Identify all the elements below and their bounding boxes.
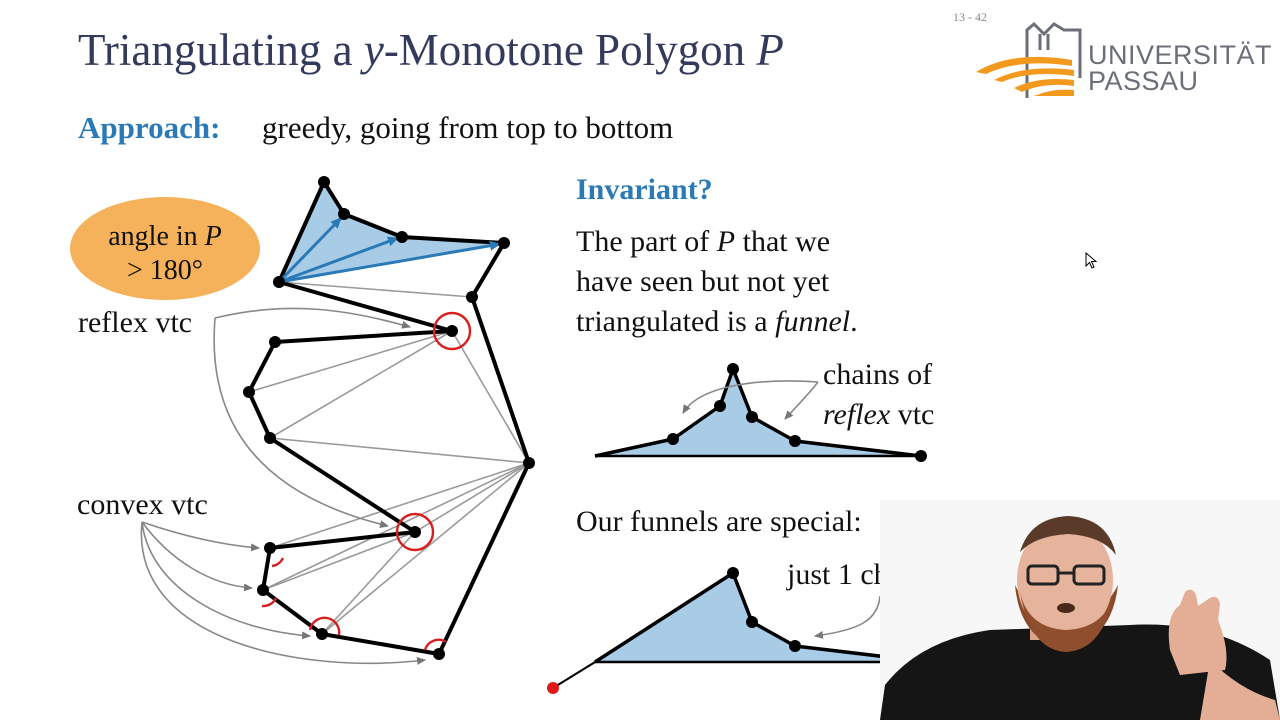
special-funnel-diagram xyxy=(547,567,927,694)
logo-emblem-icon xyxy=(976,21,1082,98)
inv-l1-var: P xyxy=(716,225,736,258)
invariant-line3: triangulated is a funnel. xyxy=(576,302,996,342)
bubble-line2: > 180° xyxy=(127,255,203,286)
inv-l1a: The part of xyxy=(576,225,717,258)
convex-marker xyxy=(271,557,285,568)
title-prefix: Triangulating a xyxy=(78,25,364,75)
inv-l3a: triangulated is a xyxy=(576,305,776,338)
bubble-text: angle in P > 180° xyxy=(70,220,260,288)
invariant-body: The part of P that we have seen but not … xyxy=(576,222,996,342)
convex-vertices-label: convex vtc xyxy=(77,488,208,521)
chains-em: reflex xyxy=(823,398,891,431)
greedy-diagonal-arrows xyxy=(277,216,501,284)
invariant-heading: Invariant? xyxy=(576,173,713,206)
label-arrows xyxy=(140,307,426,665)
invariant-line2: have seen but not yet xyxy=(576,265,830,298)
logo-text-line2: PASSAU xyxy=(1088,66,1199,96)
approach-heading: Approach: xyxy=(78,110,221,145)
convex-marker xyxy=(423,638,447,651)
chains-label-line1: chains of xyxy=(823,358,933,391)
title-var-p: P xyxy=(756,25,784,75)
inv-l1b: that we xyxy=(735,225,831,258)
title-var-y: y xyxy=(363,25,384,75)
reflex-marker xyxy=(395,512,435,552)
chains-rest: vtc xyxy=(890,398,935,431)
convex-marker xyxy=(308,616,341,636)
approach-text: greedy, going from top to bottom xyxy=(262,110,674,145)
presenter-webcam xyxy=(880,500,1280,720)
funnels-special-text: Our funnels are special: xyxy=(576,505,862,538)
funnel-diagram xyxy=(594,363,927,462)
chains-label-line2: reflex vtc xyxy=(823,400,934,430)
logo-text-line1: UNIVERSITÄT xyxy=(1088,40,1273,70)
convex-marker xyxy=(261,597,278,608)
slide-title: Triangulating a y-Monotone Polygon P xyxy=(78,24,784,76)
mouse-pointer-icon xyxy=(1085,252,1098,269)
invariant-line1: The part of P that we xyxy=(576,222,996,262)
title-middle: -Monotone Polygon xyxy=(383,25,757,75)
reflex-marker xyxy=(432,311,472,351)
triangulated-region xyxy=(279,182,504,282)
polygon-vertices xyxy=(243,176,535,660)
candidate-diagonals xyxy=(248,281,530,635)
bubble-line1-var: P xyxy=(204,221,222,252)
bubble-line1-text: angle in xyxy=(108,221,205,252)
page-number: 13 - 42 xyxy=(953,10,987,24)
new-vertex xyxy=(547,682,559,694)
bubble-line1: angle in P xyxy=(70,220,260,254)
inv-l3-em: funnel xyxy=(775,305,851,338)
reflex-angle-bubble xyxy=(70,197,260,300)
reflex-vertices-label: reflex vtc xyxy=(78,306,193,339)
university-passau-logo: UNIVERSITÄT PASSAU xyxy=(972,20,1272,102)
inv-l3b: . xyxy=(850,305,858,338)
angle-markers xyxy=(261,311,472,651)
